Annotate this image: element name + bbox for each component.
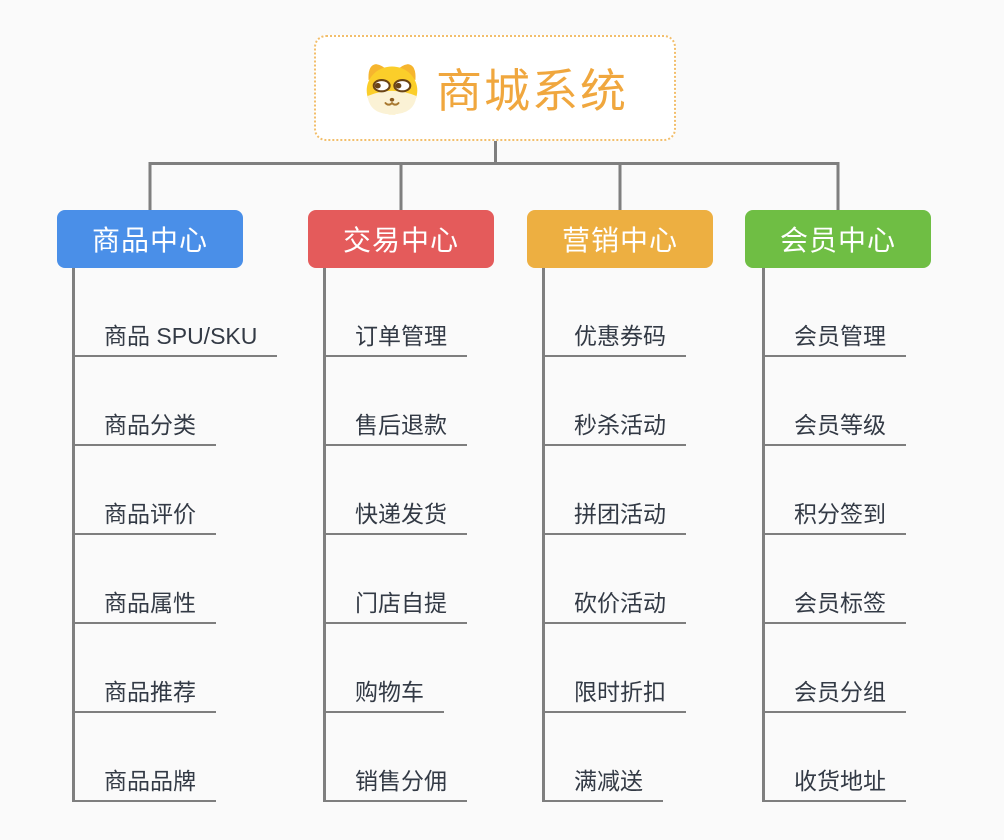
branch-product-center[interactable]: 商品中心 — [57, 210, 243, 268]
leaf-topic[interactable]: 会员等级 — [762, 408, 906, 446]
leaf-topic[interactable]: 售后退款 — [323, 408, 467, 446]
branch-label: 交易中心 — [342, 225, 459, 256]
branch-label: 商品中心 — [91, 225, 208, 256]
root-topic-label: 商城系统 — [436, 65, 628, 117]
leaf-topic[interactable]: 秒杀活动 — [542, 408, 686, 446]
leaf-topic[interactable]: 满减送 — [542, 764, 663, 802]
leaf-topic[interactable]: 会员分组 — [762, 675, 906, 713]
branch-marketing-center[interactable]: 营销中心 — [527, 210, 713, 268]
branch-trade-center[interactable]: 交易中心 — [308, 210, 494, 268]
leaf-topic[interactable]: 收货地址 — [762, 764, 906, 802]
branch-trade-items: 订单管理 售后退款 快递发货 门店自提 购物车 销售分佣 — [323, 268, 568, 813]
leaf-topic[interactable]: 积分签到 — [762, 497, 906, 535]
leaf-topic[interactable]: 商品 SPU/SKU — [72, 319, 278, 357]
branch-label: 营销中心 — [561, 225, 678, 256]
leaf-topic[interactable]: 会员管理 — [762, 319, 906, 357]
leaf-topic[interactable]: 商品分类 — [72, 408, 216, 446]
leaf-topic[interactable]: 购物车 — [323, 675, 444, 713]
branch-member-center[interactable]: 会员中心 — [745, 210, 931, 268]
leaf-topic[interactable]: 门店自提 — [323, 586, 467, 624]
leaf-topic[interactable]: 限时折扣 — [542, 675, 686, 713]
leaf-topic[interactable]: 砍价活动 — [542, 586, 686, 624]
branch-product-items: 商品 SPU/SKU 商品分类 商品评价 商品属性 商品推荐 商品品牌 — [72, 268, 317, 813]
leaf-topic[interactable]: 优惠券码 — [542, 319, 686, 357]
leaf-topic[interactable]: 商品推荐 — [72, 675, 216, 713]
branch-member-items: 会员管理 会员等级 积分签到 会员标签 会员分组 收货地址 — [762, 268, 1004, 813]
leaf-topic[interactable]: 商品品牌 — [72, 764, 216, 802]
root-topic-mall-system[interactable]: 商城系统 — [314, 35, 676, 141]
leaf-topic[interactable]: 商品属性 — [72, 586, 216, 624]
branch-label: 会员中心 — [779, 225, 896, 256]
dog-face-icon — [362, 61, 422, 116]
leaf-topic[interactable]: 会员标签 — [762, 586, 906, 624]
leaf-topic[interactable]: 拼团活动 — [542, 497, 686, 535]
leaf-topic[interactable]: 订单管理 — [323, 319, 467, 357]
leaf-topic[interactable]: 快递发货 — [323, 497, 467, 535]
branch-marketing-items: 优惠券码 秒杀活动 拼团活动 砍价活动 限时折扣 满减送 — [542, 268, 787, 813]
leaf-topic[interactable]: 销售分佣 — [323, 764, 467, 802]
leaf-topic[interactable]: 商品评价 — [72, 497, 216, 535]
